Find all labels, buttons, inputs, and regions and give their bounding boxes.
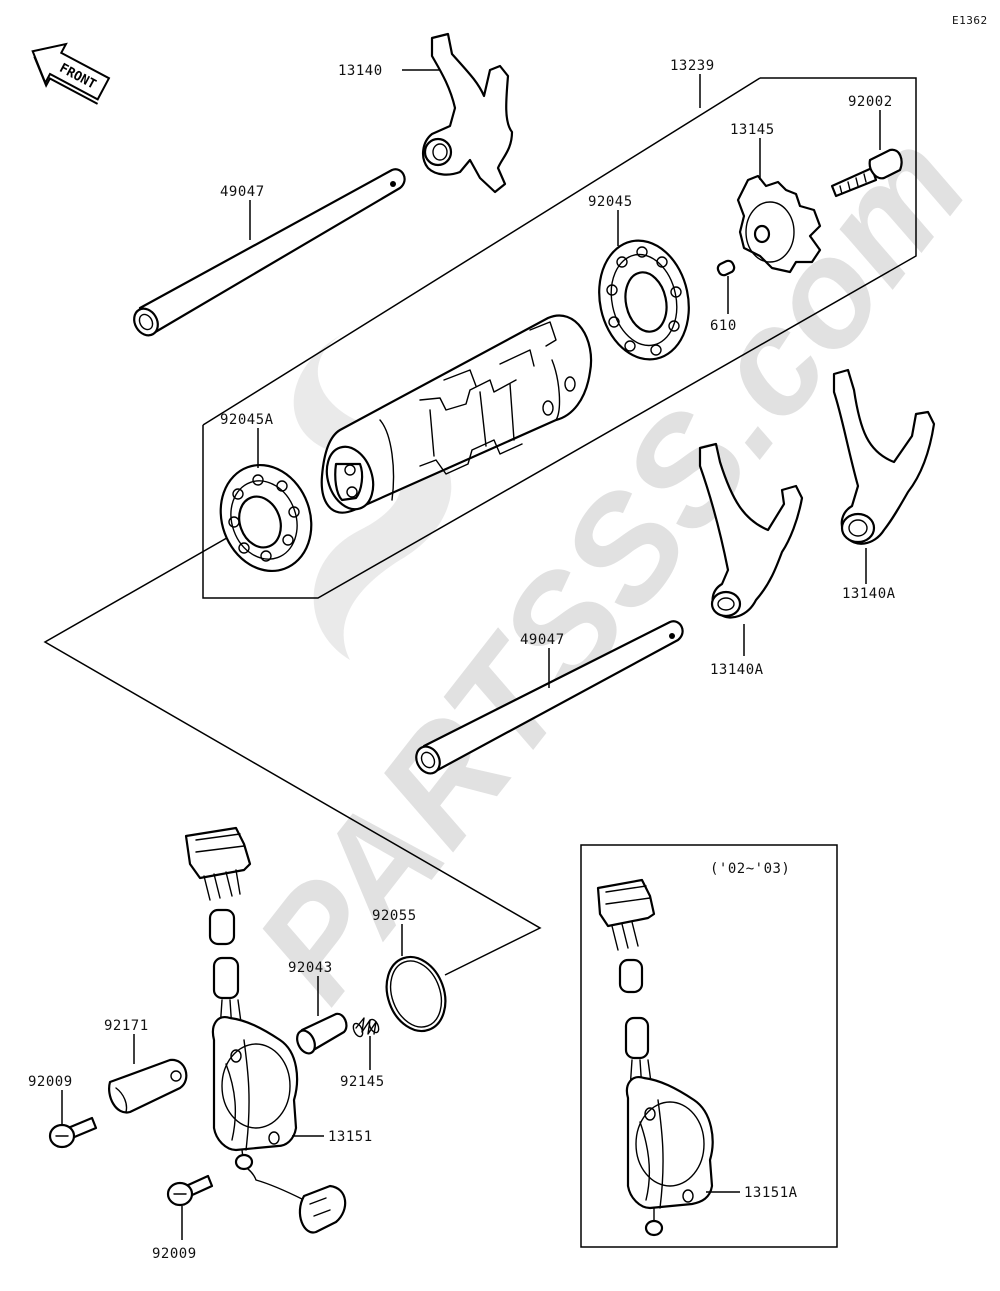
- label-92055: 92055: [372, 908, 417, 924]
- diagram-code: E1362: [952, 14, 988, 27]
- shift-fork-13140A-right: [832, 368, 936, 545]
- inset-box: [580, 844, 838, 1248]
- label-13140A-right: 13140A: [842, 586, 896, 602]
- bolt-92002: [830, 148, 903, 198]
- neutral-switch-13151: [184, 826, 347, 1234]
- label-92045: 92045: [588, 194, 633, 210]
- label-92002: 92002: [848, 94, 893, 110]
- screw-92009-bottom: [166, 1174, 214, 1207]
- label-13140A-mid: 13140A: [710, 662, 764, 678]
- neutral-switch-13151A: [596, 878, 714, 1237]
- label-92145: 92145: [340, 1074, 385, 1090]
- leader-lines: [61, 69, 881, 1240]
- bearing-92045A: [219, 463, 313, 573]
- label-92043: 92043: [288, 960, 333, 976]
- bearing-92045: [598, 239, 690, 361]
- front-arrow-icon: FRONT: [31, 42, 111, 105]
- label-610: 610: [710, 318, 737, 334]
- clamp-92171: [108, 1058, 188, 1114]
- label-13151: 13151: [328, 1129, 373, 1145]
- switch-connection-outline: [43, 534, 542, 976]
- shaft-49047-top: [133, 168, 406, 337]
- shift-drum: [320, 314, 593, 514]
- label-49047-top: 49047: [220, 184, 265, 200]
- drum-plate-13145: [736, 174, 822, 274]
- screw-92009-left: [48, 1116, 98, 1149]
- label-13239: 13239: [670, 58, 715, 74]
- label-92045A: 92045A: [220, 412, 274, 428]
- assembly-outline: [202, 77, 917, 599]
- label-13151A: 13151A: [744, 1185, 798, 1201]
- label-92009-left: 92009: [28, 1074, 73, 1090]
- label-13140: 13140: [338, 63, 383, 79]
- plunger-92043: [296, 1012, 348, 1055]
- label-92009-bottom: 92009: [152, 1246, 197, 1262]
- shaft-49047-mid: [415, 620, 684, 775]
- label-92171: 92171: [104, 1018, 149, 1034]
- pin-610: [716, 259, 736, 277]
- spring-92145: [352, 1017, 380, 1038]
- label-49047-mid: 49047: [520, 632, 565, 648]
- shift-fork-13140A-mid: [698, 442, 804, 619]
- shift-fork-13140: [422, 32, 514, 194]
- label-13145: 13145: [730, 122, 775, 138]
- inset-label: ('02~'03): [710, 861, 790, 877]
- o-ring-92055: [385, 955, 447, 1033]
- assembly-outline-top: [202, 77, 761, 426]
